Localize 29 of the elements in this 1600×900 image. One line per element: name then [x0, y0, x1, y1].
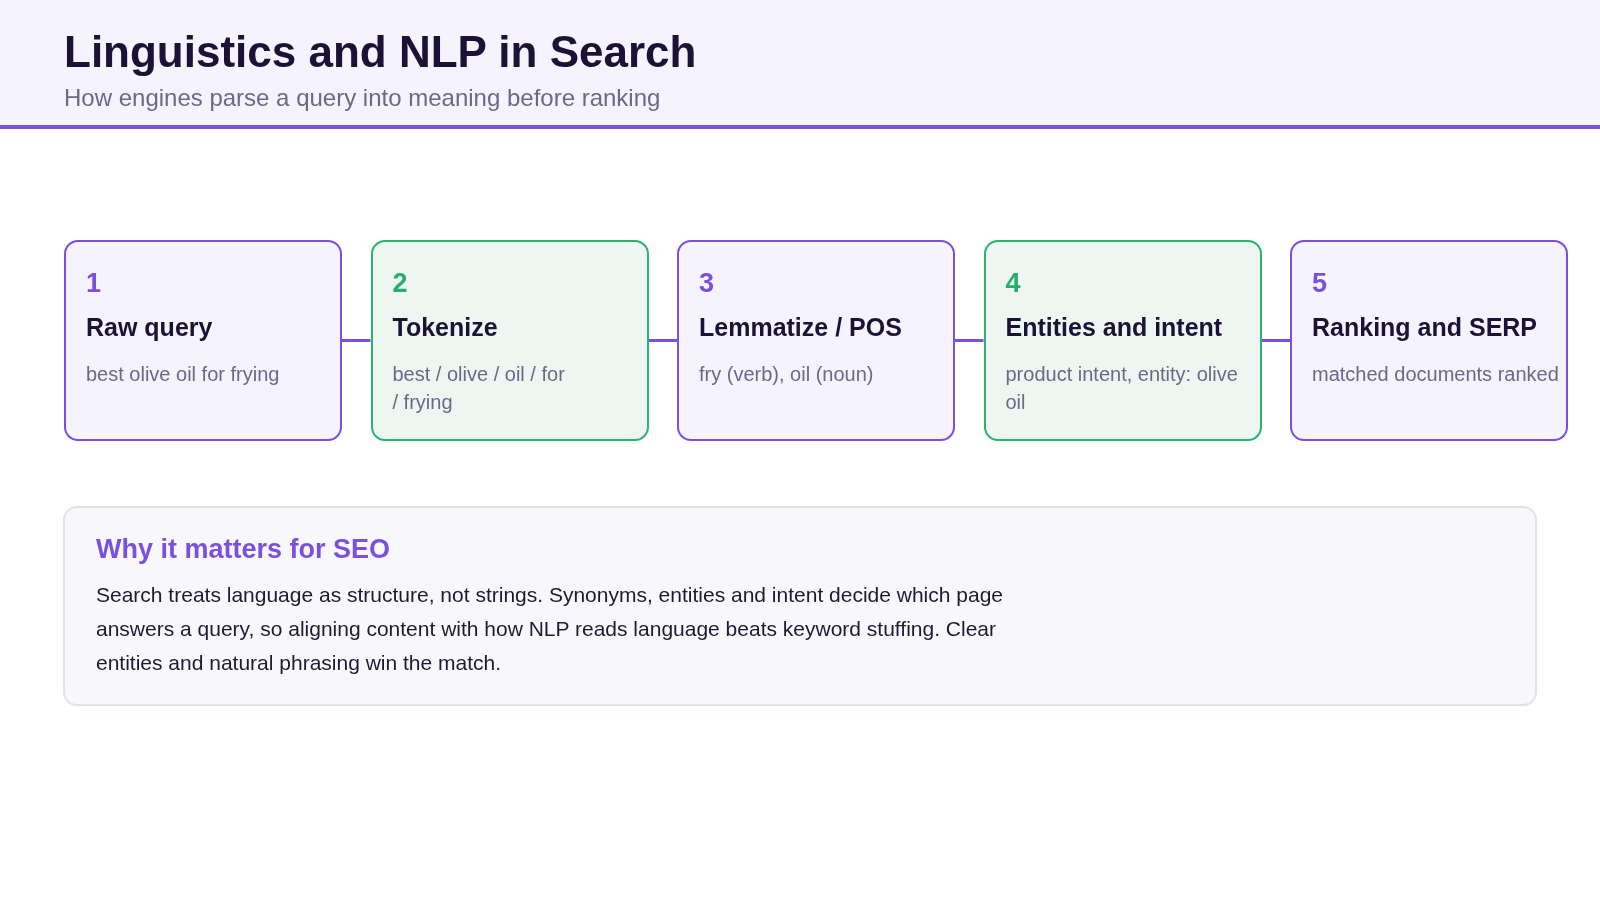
step-title: Entities and intent [1005, 312, 1223, 342]
step-card [1290, 240, 1568, 441]
step-description: product intent, entity: olive oil [1005, 362, 1239, 415]
step-title: Tokenize [392, 312, 498, 342]
connector-line [648, 339, 677, 342]
step-card [370, 240, 649, 441]
step-card [677, 240, 955, 441]
panel-heading: Why it matters for SEO [96, 533, 391, 565]
step-card [64, 240, 342, 441]
connector-line [955, 339, 984, 342]
step-title: Ranking and SERP [1312, 312, 1538, 342]
step-description: fry (verb), oil (noun) [699, 362, 874, 387]
step-description: best / olive / oil / for / frying [392, 362, 566, 415]
info-panel [63, 506, 1537, 706]
connector-line [1261, 339, 1290, 342]
step-number: 5 [1312, 267, 1328, 299]
page-title: Linguistics and NLP in Search [64, 26, 697, 78]
step-number: 2 [392, 267, 408, 299]
step-title: Lemmatize / POS [699, 312, 902, 342]
step-description: matched documents ranked [1312, 362, 1559, 387]
step-description: best olive oil for frying [86, 362, 280, 387]
connector-line [342, 339, 371, 342]
step-number: 4 [1005, 267, 1021, 299]
step-number: 1 [86, 267, 102, 299]
step-number: 3 [699, 267, 715, 299]
step-title: Raw query [86, 312, 213, 342]
step-card [983, 240, 1262, 441]
subtitle: How engines parse a query into meaning before ranking [64, 84, 661, 112]
panel-body: Search treats language as structure, not strings. Synonyms, entities and intent decide which page answers a query, so aligning content with how NLP reads language beats keyword stuffing. Clear entities and natural phrasing win the match. [96, 582, 1005, 676]
